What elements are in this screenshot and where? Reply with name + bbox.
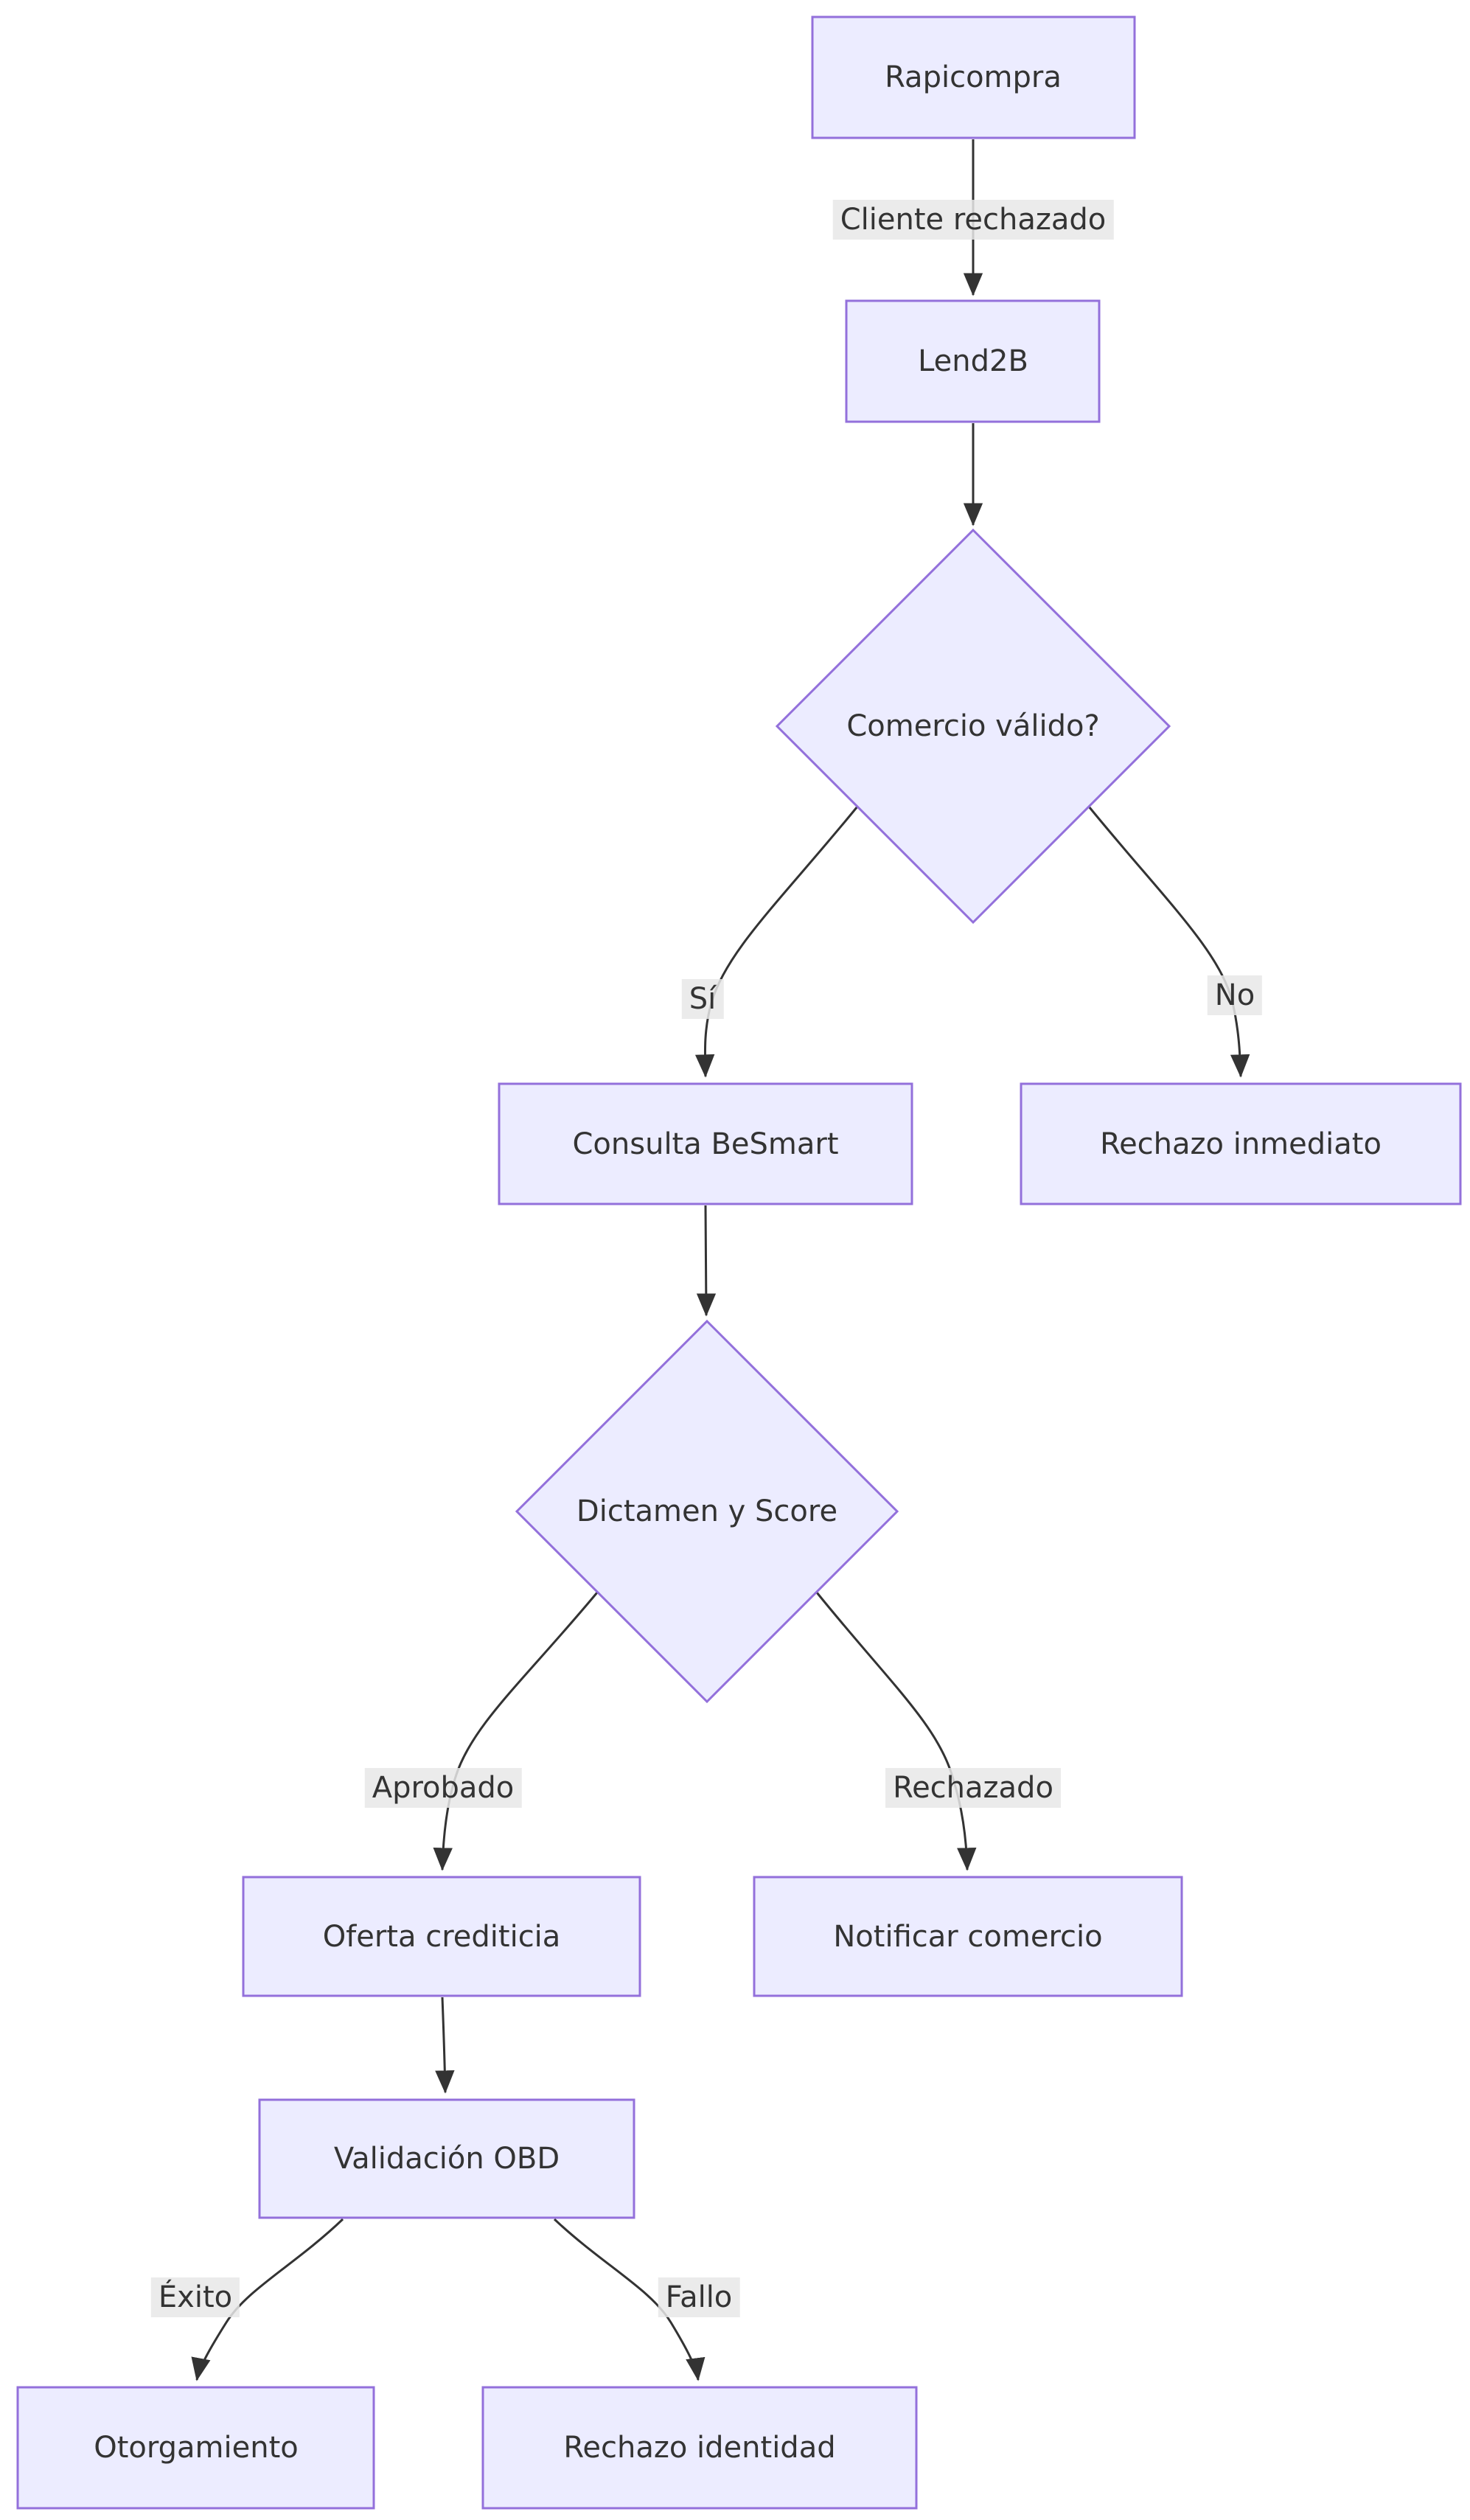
edge-comercio-rechazo-no (1087, 806, 1250, 1078)
edge-label-no: No (1207, 975, 1263, 1015)
node-validacion-obd-label: Validación OBD (333, 2142, 560, 2176)
edge-dictamen-oferta-aprobado (433, 1592, 599, 1871)
edge-label-aprobado: Aprobado (364, 1768, 522, 1808)
node-rechazo-inmediato-shape (1020, 1082, 1462, 1205)
node-rapicompra-shape (811, 15, 1136, 139)
edge-label-cliente-rechazado: Cliente rechazado (832, 200, 1114, 240)
edge-label-rechazado: Rechazado (885, 1768, 1061, 1808)
node-rechazo-inmediato-label: Rechazo inmediato (1100, 1127, 1382, 1161)
node-dictamen-y-score-shape (515, 1319, 899, 1704)
edge-dictamen-notificar-rechazado (815, 1592, 977, 1871)
node-validacion-obd-shape (258, 2098, 635, 2219)
nodes-group (16, 15, 1462, 2510)
node-otorgamiento-label: Otorgamiento (94, 2431, 299, 2465)
edge-comercio-consulta-si (694, 806, 859, 1078)
node-consulta-besmart-shape (498, 1082, 913, 1205)
node-lend2b-shape (845, 299, 1101, 423)
edge-oferta-validacion (435, 1997, 455, 2094)
node-notificar-comercio-label: Notificar comercio (833, 1920, 1103, 1954)
node-consulta-besmart-label: Consulta BeSmart (572, 1127, 839, 1161)
edge-label-exito: Éxito (150, 2277, 240, 2317)
node-rechazo-identidad-shape (481, 2386, 918, 2510)
node-rechazo-identidad-label: Rechazo identidad (563, 2431, 836, 2465)
node-oferta-crediticia-label: Oferta crediticia (322, 1920, 561, 1954)
edge-label-si: Sí (681, 979, 724, 1019)
node-oferta-crediticia-shape (242, 1876, 641, 1997)
node-comercio-valido-label: Comercio válido? (846, 709, 1100, 743)
node-notificar-comercio-shape (753, 1876, 1183, 1997)
node-rapicompra-label: Rapicompra (885, 60, 1062, 94)
node-otorgamiento-shape (16, 2386, 375, 2510)
edges-group (191, 139, 1250, 2381)
node-dictamen-y-score-label: Dictamen y Score (576, 1494, 838, 1528)
edge-label-fallo: Fallo (658, 2277, 740, 2317)
node-comercio-valido-shape (775, 528, 1171, 925)
node-lend2b-label: Lend2B (918, 344, 1028, 378)
